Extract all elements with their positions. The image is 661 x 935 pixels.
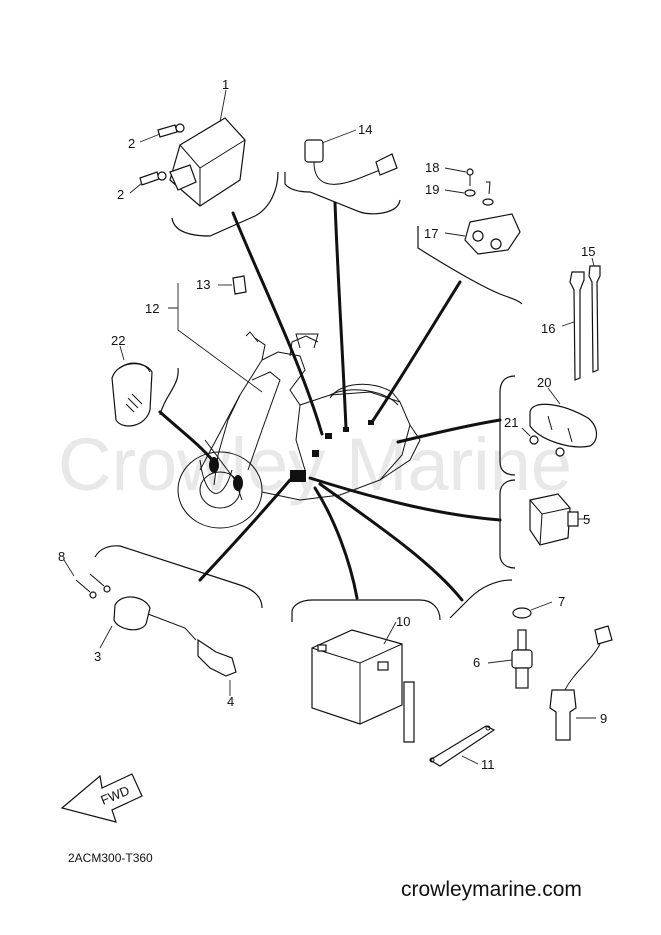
callout-4: 4 (227, 694, 234, 709)
relay-bracket (444, 167, 521, 255)
callout-14: 14 (358, 122, 372, 137)
bolt-lower (129, 171, 167, 194)
callout-19: 19 (425, 182, 439, 197)
callout-6: 6 (473, 655, 480, 670)
rubber-cover (529, 387, 598, 448)
callout-15: 15 (581, 244, 595, 259)
cover (111, 345, 153, 427)
scooter-outline (177, 331, 421, 529)
fwd-arrow-icon: FWD (60, 773, 143, 823)
bolt-upper (139, 123, 185, 143)
screws (63, 559, 111, 599)
callout-20: 20 (537, 375, 551, 390)
relay (529, 493, 590, 546)
connection-wires (158, 201, 502, 602)
diagram-code: 2ACM300-T360 (68, 851, 153, 865)
callout-17: 17 (424, 226, 438, 241)
washers (521, 427, 565, 457)
battery-band (428, 725, 496, 767)
callout-8: 8 (58, 549, 65, 564)
callout-7: 7 (558, 594, 565, 609)
fuse (218, 275, 247, 295)
thermo-switch (487, 601, 553, 689)
callout-12: 12 (145, 301, 159, 316)
callout-16: 16 (541, 321, 555, 336)
callout-10: 10 (396, 614, 410, 629)
cdi-unit (169, 89, 246, 207)
wire-harness-leader (168, 283, 263, 393)
callout-3: 3 (94, 649, 101, 664)
callout-9: 9 (600, 711, 607, 726)
callout-1: 1 (222, 77, 229, 92)
cable-ties (561, 257, 601, 381)
battery (311, 621, 415, 743)
callout-11: 11 (481, 757, 495, 772)
callout-22: 22 (111, 333, 125, 348)
callout-2-upper: 2 (128, 136, 135, 151)
ignition-coil (99, 596, 197, 649)
callout-13: 13 (196, 277, 210, 292)
callout-18: 18 (425, 160, 439, 175)
watermark-text: Crowley Marine (58, 423, 572, 506)
o2-sensor (549, 625, 613, 741)
spark-plug-cap (197, 638, 237, 696)
callout-5: 5 (583, 512, 590, 527)
group-brackets (94, 171, 523, 622)
part-callouts: 1 2 2 3 4 5 6 7 8 9 10 11 12 13 14 15 16… (58, 77, 607, 772)
site-url[interactable]: crowleymarine.com (401, 878, 582, 901)
lead-wire (304, 129, 398, 185)
callout-2-lower: 2 (117, 187, 124, 202)
callout-21: 21 (504, 415, 518, 430)
